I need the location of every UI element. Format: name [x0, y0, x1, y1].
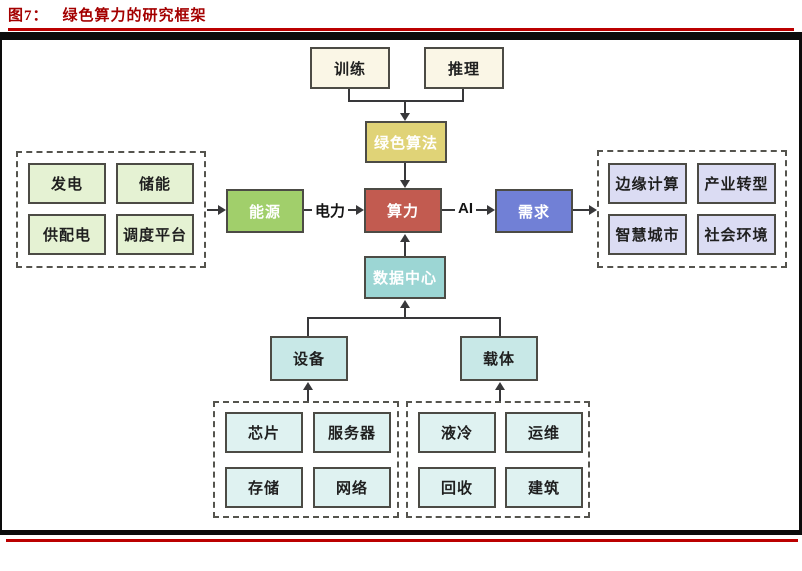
connector-line	[207, 209, 219, 211]
node-social-environment: 社会环境	[697, 214, 776, 255]
node-energy: 能源	[226, 189, 304, 233]
connector-line	[404, 307, 406, 318]
connector-line	[404, 100, 406, 114]
figure-title: 绿色算力的研究框架	[62, 8, 207, 24]
arrow-head-right	[356, 205, 364, 215]
connector-line	[499, 317, 501, 336]
node-dispatch-platform: 调度平台	[116, 214, 194, 255]
arrow-head-down	[400, 113, 410, 121]
arrow-head-right	[589, 205, 597, 215]
connector-line	[307, 317, 501, 319]
node-storage: 存储	[225, 467, 303, 508]
connector-line	[348, 100, 464, 102]
group-energy-supply	[16, 151, 206, 268]
node-chip: 芯片	[225, 412, 303, 453]
node-server: 服务器	[313, 412, 391, 453]
top-red-rule	[8, 28, 794, 31]
arrow-head-up	[303, 382, 313, 390]
arrow-head-up	[400, 234, 410, 242]
arrow-head-up	[495, 382, 505, 390]
node-operations: 运维	[505, 412, 583, 453]
node-recycling: 回收	[418, 467, 496, 508]
node-train: 训练	[310, 47, 390, 89]
connector-line	[499, 389, 501, 402]
node-smart-city: 智慧城市	[608, 214, 687, 255]
bottom-red-rule	[6, 539, 798, 542]
node-demand: 需求	[495, 189, 573, 233]
node-carrier: 载体	[460, 336, 538, 381]
node-liquid-cooling: 液冷	[418, 412, 496, 453]
figure-caption: 图7： 绿色算力的研究框架	[8, 4, 207, 25]
connector-line	[404, 241, 406, 256]
edge-label-power: 电力	[312, 200, 349, 221]
arrow-head-down	[400, 180, 410, 188]
node-computing-power: 算力	[364, 188, 442, 233]
node-building: 建筑	[505, 467, 583, 508]
figure-label: 图7：	[8, 8, 49, 24]
arrow-head-up	[400, 300, 410, 308]
node-inference: 推理	[424, 47, 504, 89]
group-carrier-components	[406, 401, 590, 518]
connector-line	[307, 317, 309, 336]
node-edge-computing: 边缘计算	[608, 163, 687, 204]
group-demand-applications	[597, 150, 787, 268]
group-equipment-components	[213, 401, 399, 518]
connector-line	[307, 389, 309, 402]
connector-line	[573, 209, 589, 211]
node-green-algorithm: 绿色算法	[365, 121, 447, 163]
arrow-head-right	[487, 205, 495, 215]
node-power-generation: 发电	[28, 163, 106, 204]
connector-line	[462, 89, 464, 101]
node-equipment: 设备	[270, 336, 348, 381]
node-energy-storage: 储能	[116, 163, 194, 204]
arrow-head-right	[218, 205, 226, 215]
node-data-center: 数据中心	[364, 256, 446, 299]
connector-line	[348, 89, 350, 101]
node-network: 网络	[313, 467, 391, 508]
node-industry-transformation: 产业转型	[697, 163, 776, 204]
edge-label-ai: AI	[455, 200, 476, 217]
node-power-distribution: 供配电	[28, 214, 106, 255]
connector-line	[404, 163, 406, 180]
